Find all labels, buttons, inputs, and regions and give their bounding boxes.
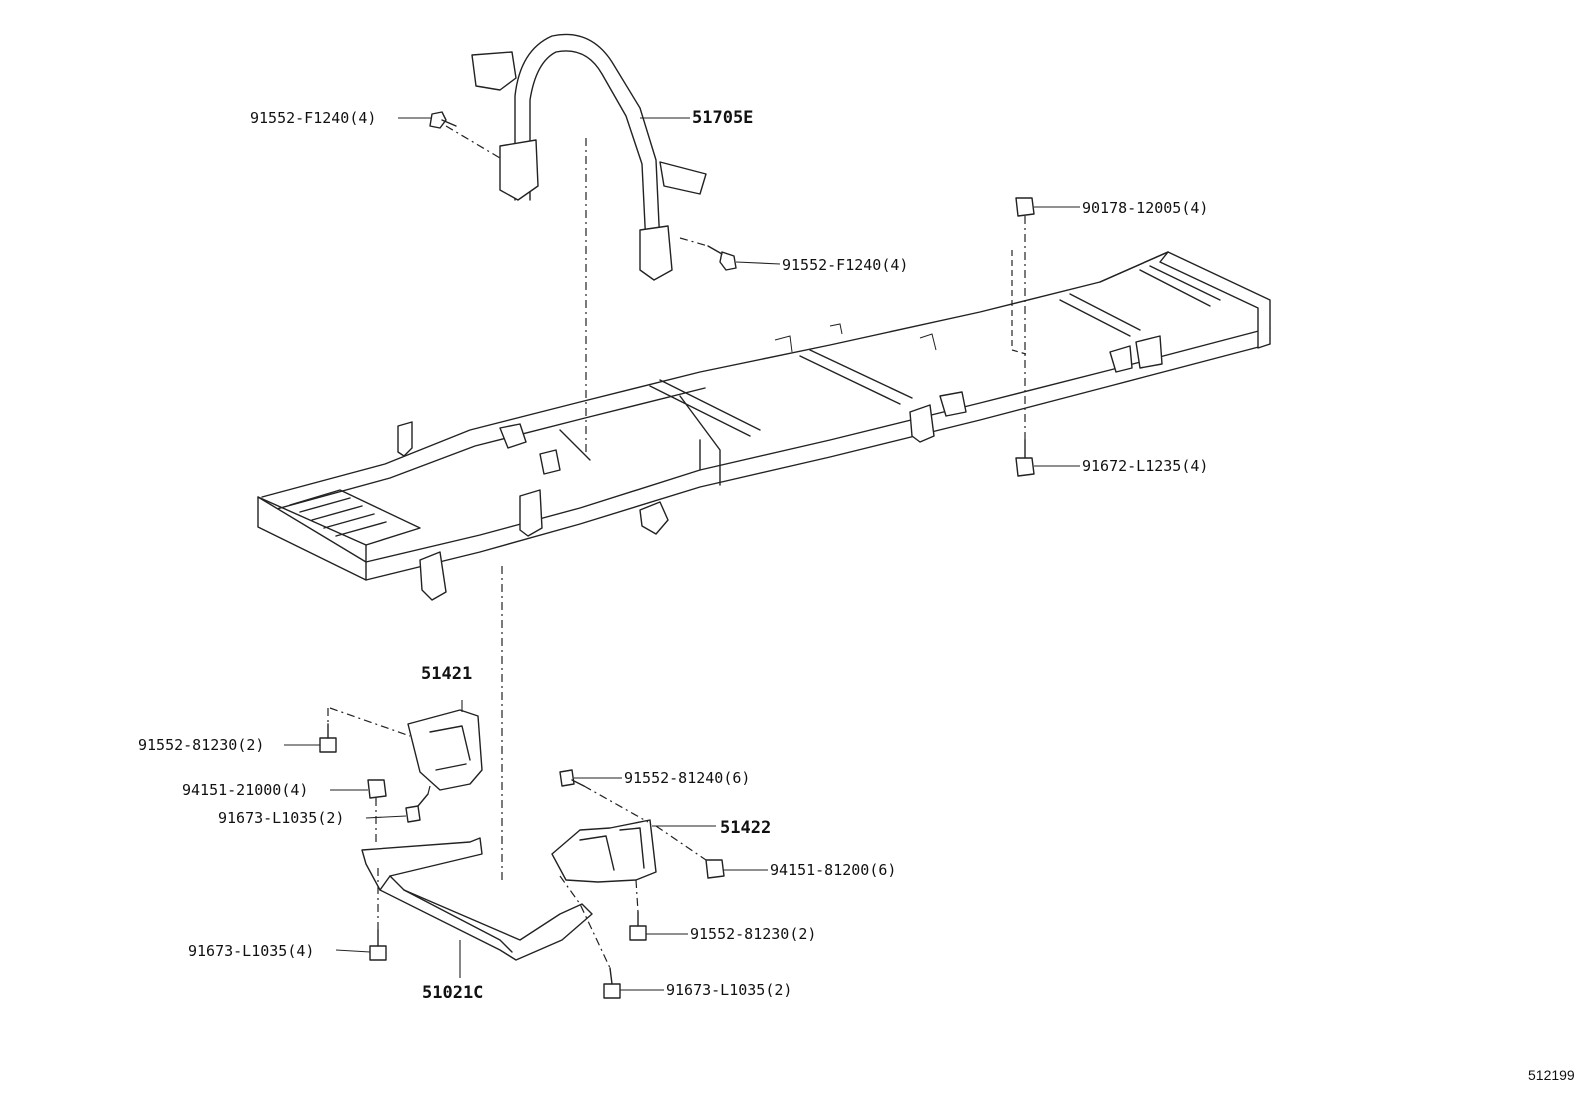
fastener-label: 91552-81230(2) xyxy=(690,925,816,943)
fastener-label: 94151-21000(4) xyxy=(182,781,308,799)
fastener-label: 94151-81200(6) xyxy=(770,861,896,879)
bolt-icon xyxy=(405,793,429,823)
nut-icon xyxy=(367,779,387,799)
part-label-51422: 51422 xyxy=(720,818,771,838)
bolt-icon xyxy=(629,911,647,941)
part-51421-bracket xyxy=(407,709,483,791)
bolt-icon xyxy=(559,769,585,787)
bolt-icon xyxy=(707,245,737,271)
fastener-label: 91552-F1240(4) xyxy=(782,256,908,274)
bolt-icon xyxy=(603,967,621,999)
fastener-label: 90178-12005(4) xyxy=(1082,199,1208,217)
fastener-label: 91673-L1035(2) xyxy=(666,981,792,999)
fastener-label: 91552-F1240(4) xyxy=(250,109,376,127)
leader-lines xyxy=(284,117,1080,991)
fastener-label: 91672-L1235(4) xyxy=(1082,457,1208,475)
bolt-icon xyxy=(319,723,337,753)
bolt-icon xyxy=(429,111,457,129)
part-label-51705e: 51705E xyxy=(692,108,753,128)
part-51021c-crossmember xyxy=(361,837,593,961)
frame-assembly xyxy=(257,251,1271,601)
part-label-51421: 51421 xyxy=(421,664,472,684)
fasteners xyxy=(319,111,1035,999)
part-51705e-bracket xyxy=(471,33,707,281)
bolt-icon xyxy=(1015,439,1035,477)
fastener-label: 91673-L1035(4) xyxy=(188,942,314,960)
part-label-51021c: 51021C xyxy=(422,983,483,1003)
nut-icon xyxy=(1015,197,1035,217)
reference-code: 512199 xyxy=(1528,1067,1575,1083)
fastener-label: 91552-81230(2) xyxy=(138,736,264,754)
fastener-label: 91552-81240(6) xyxy=(624,769,750,787)
fastener-label: 91673-L1035(2) xyxy=(218,809,344,827)
part-51422-bracket xyxy=(551,819,657,883)
bolt-icon xyxy=(369,929,387,961)
part-labels: 51705E 51421 51422 51021C 91552-F1240(4)… xyxy=(138,108,1575,1083)
alignment-lines xyxy=(327,125,1027,969)
nut-icon xyxy=(705,859,725,879)
